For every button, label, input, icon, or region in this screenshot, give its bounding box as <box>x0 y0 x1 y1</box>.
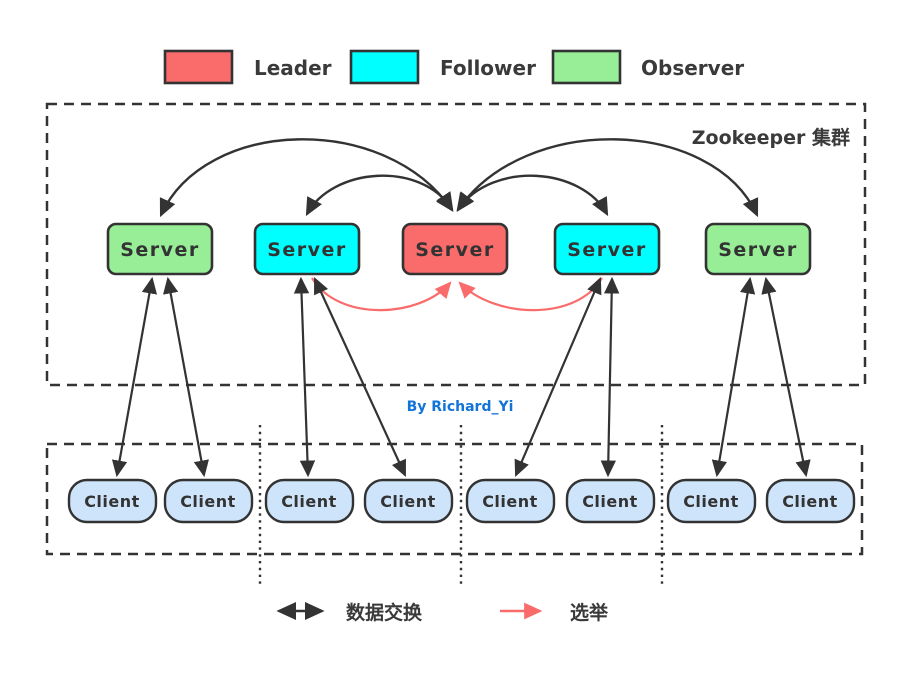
election-arcs <box>311 277 603 312</box>
server-label: Server <box>567 239 647 261</box>
arrow-server2-client3 <box>293 276 316 478</box>
client-label: Client <box>482 492 538 511</box>
election-arrow-right <box>458 277 603 312</box>
byline-text: By Richard_Yi <box>407 399 514 415</box>
client-box <box>765 478 856 524</box>
data-exchange-arcs <box>159 138 759 218</box>
client-label: Client <box>683 492 739 511</box>
server-label: Server <box>415 239 495 261</box>
server-box <box>106 222 214 276</box>
server-box <box>253 222 361 276</box>
client-box <box>666 478 757 524</box>
server-row: Server Server Server Server Server <box>106 222 812 276</box>
client-5: Client <box>465 478 556 524</box>
client-box <box>465 478 556 524</box>
client-label: Client <box>782 492 838 511</box>
election-label: 选举 <box>570 601 609 624</box>
client-6: Client <box>565 478 656 524</box>
client-1: Client <box>67 478 158 524</box>
client-8: Client <box>765 478 856 524</box>
arc-leader-observer-left <box>159 138 454 218</box>
arc-leader-follower-right <box>456 174 609 217</box>
client-label: Client <box>380 492 436 511</box>
server-label: Server <box>120 239 200 261</box>
client-box <box>67 478 158 524</box>
client-3: Client <box>264 478 355 524</box>
server-box <box>704 222 812 276</box>
legend-label-observer: Observer <box>641 56 744 80</box>
legend-bottom: 数据交换 选举 <box>276 601 609 624</box>
arrow-server4-client6 <box>600 276 620 478</box>
arrow-server2-client4 <box>314 277 406 477</box>
server-follower-1: Server <box>253 222 361 276</box>
arrow-server5-client8 <box>761 276 811 478</box>
server-client-arrows <box>111 276 811 478</box>
arc-leader-follower-left <box>305 174 454 217</box>
client-box <box>363 478 454 524</box>
client-box <box>163 478 254 524</box>
client-2: Client <box>163 478 254 524</box>
data-exchange-label: 数据交换 <box>346 601 423 624</box>
arrow-server1-client1 <box>111 276 158 478</box>
client-label: Client <box>180 492 236 511</box>
server-leader: Server <box>401 222 509 276</box>
arrow-server1-client2 <box>163 276 209 478</box>
server-observer-2: Server <box>704 222 812 276</box>
clients-dashed-box <box>45 442 864 556</box>
client-7: Client <box>666 478 757 524</box>
server-label: Server <box>718 239 798 261</box>
server-label: Server <box>267 239 347 261</box>
client-label: Client <box>281 492 337 511</box>
legend-label-follower: Follower <box>440 56 536 80</box>
legend-label-leader: Leader <box>254 56 332 80</box>
legend-top: Leader Follower Observer <box>163 49 744 85</box>
client-label: Client <box>582 492 638 511</box>
client-label: Client <box>84 492 140 511</box>
legend-swatch-follower <box>349 49 420 85</box>
server-follower-2: Server <box>553 222 661 276</box>
arrow-server4-client5 <box>514 276 602 478</box>
server-box <box>553 222 661 276</box>
legend-swatch-observer <box>551 49 622 85</box>
client-box <box>264 478 355 524</box>
server-box <box>401 222 509 276</box>
arrow-server5-client7 <box>711 276 756 478</box>
client-box <box>565 478 656 524</box>
client-4: Client <box>363 478 454 524</box>
cluster-dashed-box <box>45 102 867 387</box>
client-row: Client Client Client Client Client Clien… <box>67 478 856 524</box>
legend-swatch-leader <box>163 49 234 85</box>
cluster-title: Zookeeper 集群 <box>692 126 850 149</box>
server-observer-1: Server <box>106 222 214 276</box>
election-arrow-left <box>311 277 452 312</box>
arc-leader-observer-right <box>456 138 759 218</box>
